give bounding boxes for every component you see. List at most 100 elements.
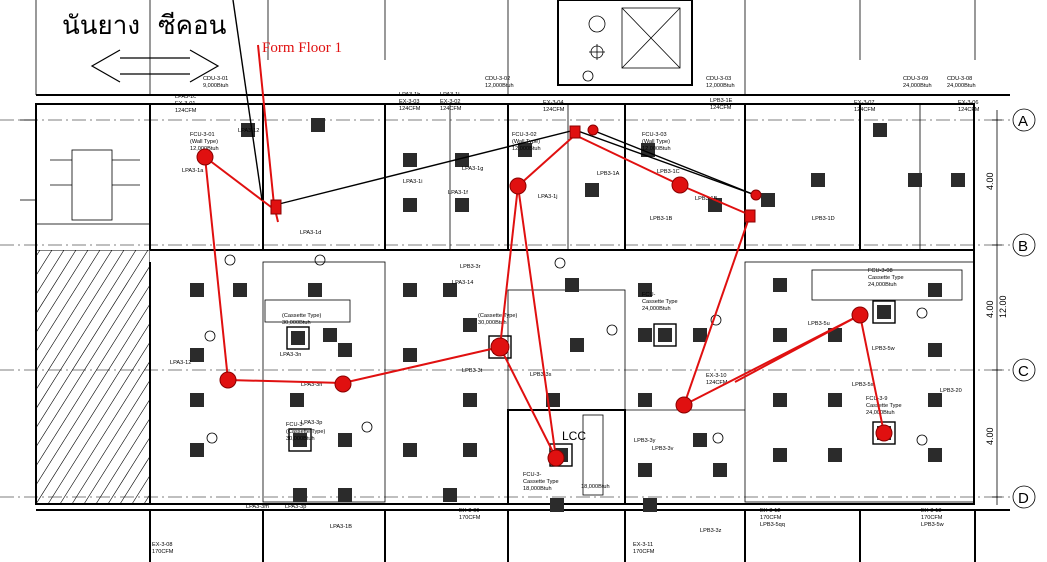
pipe-riser	[569, 125, 581, 139]
equipment-label-line: FCU-3-08	[868, 268, 893, 274]
equipment-label-line: 170CFM	[633, 549, 655, 555]
circuit-label: LPB3-5u	[808, 321, 830, 327]
pipe-node	[671, 176, 689, 194]
pipe-node	[875, 424, 893, 442]
light-fixture	[773, 448, 787, 462]
equipment-label-line: 124CFM	[440, 106, 462, 112]
right-direction-label: ซีคอน	[158, 11, 227, 41]
pipe-riser	[270, 199, 282, 215]
cassette-core	[658, 328, 672, 342]
equipment-label-line: LPB3-5qq	[760, 522, 785, 528]
light-fixture	[463, 443, 477, 457]
equipment-label-line: EX-3-12	[760, 508, 781, 514]
light-fixture	[638, 328, 652, 342]
h-symbol-icon	[554, 257, 566, 269]
equipment-label-line: 12,000Btuh	[512, 146, 541, 152]
pipe-node	[851, 306, 869, 324]
equipment-label-line: (Wall Type)	[190, 139, 218, 145]
equipment-label-line: EX-3-07	[854, 100, 875, 106]
light-fixture	[443, 283, 457, 297]
pipe-route-8	[499, 185, 519, 348]
circuit-label: LPA3-3m	[246, 504, 269, 510]
light-fixture	[290, 393, 304, 407]
light-fixture	[638, 283, 652, 297]
equipment-label-line: EX-3-06	[958, 100, 979, 106]
equipment-label-line: 170CFM	[760, 515, 782, 521]
h-symbol-icon	[361, 421, 373, 433]
h-symbol-icon	[606, 324, 618, 336]
equipment-label-line: 18,000Btuh	[523, 486, 552, 492]
form-floor-label: Form Floor 1	[262, 40, 342, 56]
circuit-label: LPB3-3y	[634, 438, 656, 444]
circuit-label: LPB3-20	[940, 388, 962, 394]
pipe-node	[750, 189, 762, 201]
light-fixture	[928, 448, 942, 462]
light-fixture	[951, 173, 965, 187]
hatch-stroke	[36, 250, 77, 315]
equipment-label-line: 24,000Btuh	[642, 306, 671, 312]
pipe-route-6	[517, 185, 557, 459]
circuit-label: LPA3-1f	[448, 190, 468, 196]
equipment-label-line: 124CFM	[175, 108, 197, 114]
hatch-stroke	[36, 250, 89, 334]
dimension-ab: 4.00	[985, 172, 995, 190]
light-fixture	[638, 463, 652, 477]
pipe-node	[675, 396, 693, 414]
pipe-node	[219, 371, 237, 389]
hatch-stroke	[107, 436, 150, 504]
pipe-node	[587, 124, 599, 136]
dimension-cd: 4.00	[985, 427, 995, 445]
cassette-unit	[288, 428, 312, 452]
equipment-label-line: FCU-3-01	[190, 132, 215, 138]
light-fixture	[190, 443, 204, 457]
lcc-label: LCC	[562, 429, 586, 443]
equipment-label-line: 124CFM	[710, 105, 732, 111]
axis-bubble-a: A	[1012, 108, 1036, 132]
circuit-label: LPA3-1g	[462, 166, 483, 172]
light-fixture	[908, 173, 922, 187]
light-fixture	[773, 328, 787, 342]
equipment-label-line: CDU-3-08	[947, 76, 972, 82]
hatch-stroke	[36, 250, 125, 391]
pipe-route-2	[204, 156, 276, 211]
cassette-unit	[653, 323, 677, 347]
hatch-stroke	[83, 398, 150, 504]
equipment-label-line: 24,000Btuh	[947, 83, 976, 89]
equipment-label-line: CDU-3-01	[203, 76, 228, 82]
hatch-stroke	[95, 417, 150, 504]
light-fixture	[713, 463, 727, 477]
circuit-label: LPA3-3p	[285, 504, 306, 510]
equipment-label-line: 170CFM	[459, 515, 481, 521]
circuit-label: LPB3-5x	[852, 382, 874, 388]
light-fixture	[403, 348, 417, 362]
hatch-stroke	[36, 250, 137, 410]
equipment-label-line: 12,000Btuh	[642, 146, 671, 152]
circuit-label: LPA3-1a	[182, 168, 204, 174]
circuit-label: LPA3-1i	[403, 179, 423, 185]
dimension-bc: 4.00	[985, 300, 995, 318]
axis-label-b: B	[1018, 238, 1028, 255]
equipment-label-line: EX-3-10	[706, 373, 727, 379]
equipment-label-line: 124CFM	[958, 107, 980, 113]
light-fixtures	[190, 118, 965, 512]
circuit-label-group: LPA3-1aLPA3-12LPA3-1dLPA3-1iLPA3-1fLPA3-…	[170, 128, 962, 534]
circuit-label: LPB3-3s	[530, 372, 552, 378]
circuit-label: LPB3-3v	[652, 446, 674, 452]
cassette-unit	[872, 300, 896, 324]
circuit-label: LPB3-3t	[462, 368, 483, 374]
pipe-route-16	[232, 0, 263, 201]
pipe-node	[334, 375, 352, 393]
light-fixture	[463, 318, 477, 332]
pipe-route-7	[517, 134, 576, 187]
light-fixture	[403, 283, 417, 297]
equipment-label-line: 170CFM	[921, 515, 943, 521]
light-fixture	[308, 283, 322, 297]
hatch-stroke	[36, 303, 150, 486]
h-symbol-icon	[314, 254, 326, 266]
equipment-label-line: 18,000Btuh	[581, 484, 610, 490]
circuit-label: LPB3-3r	[460, 264, 481, 270]
equipment-label-group: CDU-3-019,000BtuhCDU-3-0212,000BtuhCDU-3…	[152, 76, 980, 555]
light-fixture	[311, 118, 325, 132]
pipe-riser	[744, 209, 756, 223]
equipment-label-line: 124CFM	[399, 106, 421, 112]
